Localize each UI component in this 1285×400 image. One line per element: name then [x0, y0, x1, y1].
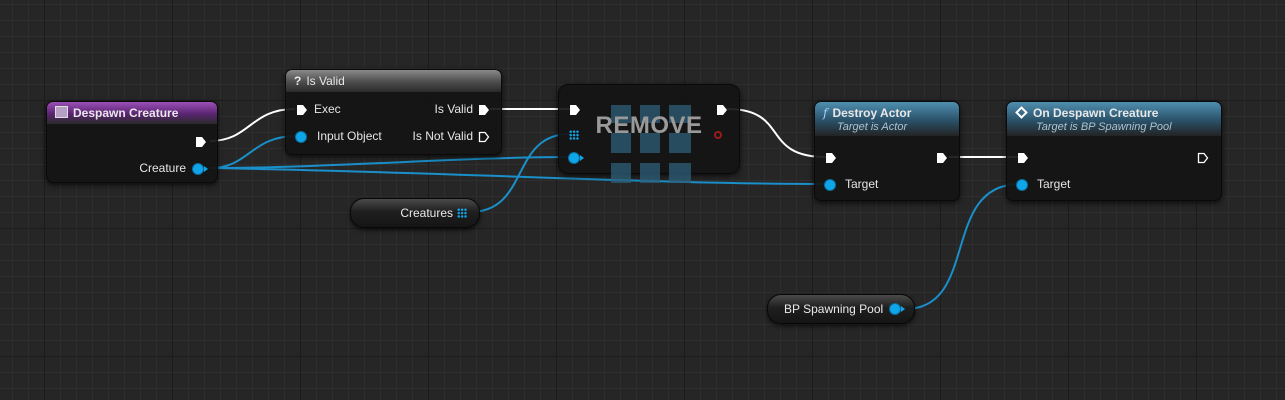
remove-exec-in-icon[interactable]: [569, 104, 581, 116]
creature-pin-arrow-icon: [204, 166, 208, 172]
array-pin-icon[interactable]: [569, 130, 579, 140]
remove-exec-out-icon[interactable]: [716, 104, 728, 116]
bp-spawning-pool-label: BP Spawning Pool: [784, 302, 884, 316]
creature-out-pin[interactable]: [193, 164, 203, 174]
is-valid-exec-out-icon[interactable]: [478, 104, 490, 116]
bp-spawning-pool-out-pin[interactable]: [890, 304, 900, 314]
item-pin[interactable]: [569, 153, 579, 163]
creatures-variable-label: Creatures: [400, 206, 453, 220]
on-despawn-creature-header: On Despawn Creature Target is BP Spawnin…: [1007, 102, 1221, 136]
data-wire-creature-remove: [209, 156, 571, 169]
destroy-actor-title: Destroy Actor: [832, 106, 912, 120]
creatures-array-pin-icon[interactable]: [457, 208, 467, 218]
remove-node[interactable]: REMOVE: [558, 84, 740, 183]
on-despawn-creature-node[interactable]: On Despawn Creature Target is BP Spawnin…: [1006, 101, 1222, 201]
data-wire-pool-target: [904, 183, 1021, 310]
destroy-target-label: Target: [845, 177, 879, 191]
remove-title: REMOVE: [595, 112, 703, 139]
destroy-exec-in-icon[interactable]: [825, 152, 837, 164]
is-valid-node[interactable]: ? Is Valid Exec Input Object Is Valid Is …: [285, 69, 502, 155]
function-icon: f: [823, 106, 828, 120]
destroy-exec-out-icon[interactable]: [936, 152, 948, 164]
item-pin-arrow-icon: [580, 155, 584, 161]
on-despawn-creature-title: On Despawn Creature: [1033, 106, 1159, 120]
is-valid-title: Is Valid: [306, 74, 345, 88]
on-despawn-creature-subtitle: Target is BP Spawning Pool: [1036, 121, 1172, 133]
destroy-actor-subtitle: Target is Actor: [837, 121, 908, 133]
exec-wire-remove-destroy: [726, 108, 827, 158]
input-object-label: Input Object: [317, 129, 382, 143]
exec-in-pin-icon[interactable]: [296, 104, 308, 116]
despawn-creature-title: Despawn Creature: [73, 106, 179, 120]
data-wire-creatures-array: [469, 133, 571, 213]
array-watermark-icon: [611, 105, 691, 183]
destroy-actor-node[interactable]: f Destroy Actor Target is Actor Target: [814, 101, 960, 201]
creatures-variable-node[interactable]: Creatures: [350, 198, 480, 228]
event-dispatch-icon: [1015, 106, 1028, 119]
remove-bool-out-pin[interactable]: [714, 131, 722, 139]
exec-out-pin-icon[interactable]: [195, 136, 207, 148]
creature-pin-label: Creature: [139, 161, 186, 175]
bp-spawning-pool-variable-node[interactable]: BP Spawning Pool: [767, 294, 915, 324]
question-icon: ?: [294, 74, 302, 88]
is-not-valid-exec-out-icon[interactable]: [478, 131, 490, 143]
destroy-actor-header: f Destroy Actor Target is Actor: [815, 102, 959, 136]
despawn-creature-header: Despawn Creature: [47, 102, 217, 124]
bp-spawning-pool-arrow-icon: [901, 306, 905, 312]
on-despawn-exec-out-icon[interactable]: [1197, 152, 1209, 164]
on-despawn-target-pin[interactable]: [1017, 180, 1027, 190]
exec-wire-despawn-isvalid: [209, 108, 296, 142]
exec-label: Exec: [314, 102, 341, 116]
is-not-valid-label: Is Not Valid: [412, 129, 473, 143]
on-despawn-target-label: Target: [1037, 177, 1071, 191]
is-valid-header: ? Is Valid: [286, 70, 501, 92]
event-icon: [55, 106, 68, 118]
data-wire-creature-target: [209, 167, 827, 185]
is-valid-out-label: Is Valid: [434, 102, 473, 116]
data-wire-creature-inputobject: [209, 135, 298, 169]
despawn-creature-node[interactable]: Despawn Creature Creature: [46, 101, 218, 183]
destroy-target-pin[interactable]: [825, 180, 835, 190]
on-despawn-exec-in-icon[interactable]: [1017, 152, 1029, 164]
input-object-pin[interactable]: [296, 132, 306, 142]
